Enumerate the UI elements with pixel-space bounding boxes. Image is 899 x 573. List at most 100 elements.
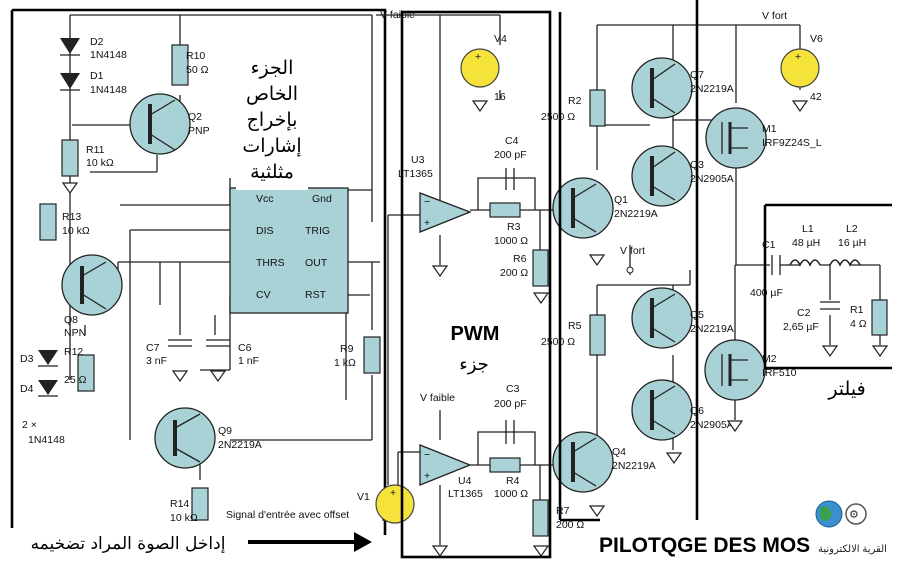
- svg-text:+: +: [475, 51, 481, 63]
- r7-value: 200 Ω: [556, 519, 584, 531]
- r11-name: R11: [86, 144, 105, 156]
- r9-value: 1 kΩ: [334, 357, 356, 369]
- pin-rst: RST: [305, 289, 327, 301]
- r4-name: R4: [506, 475, 520, 487]
- r14-value: 10 kΩ: [170, 512, 198, 524]
- opamp-u4: [419, 444, 472, 486]
- m1-value: IRF9Z24S_L: [762, 137, 822, 149]
- u3-part: LT1365: [398, 168, 433, 180]
- svg-text:−: −: [424, 196, 430, 208]
- v1-name: V1: [357, 491, 370, 503]
- svg-text:القرية الالكترونية: القرية الالكترونية: [818, 544, 887, 555]
- q9-name: Q9: [218, 425, 232, 437]
- v6-name: V6: [810, 33, 823, 45]
- c3-name: C3: [506, 383, 520, 395]
- transistor-q9: [154, 407, 216, 469]
- r6-value: 200 Ω: [500, 267, 528, 279]
- svg-text:+: +: [795, 51, 801, 63]
- d3-name: D3: [20, 353, 34, 365]
- svg-text:فيلتر: فيلتر: [827, 378, 865, 400]
- l1-value: 48 µH: [792, 237, 820, 249]
- site-logo: ⚙ القرية الالكترونية: [815, 500, 887, 555]
- q7-value: 2N2219A: [690, 83, 734, 95]
- pwm-section-border: [400, 10, 552, 559]
- l2-name: L2: [846, 223, 858, 235]
- r13-value: 10 kΩ: [62, 225, 90, 237]
- svg-text:مثلثية: مثلثية: [250, 161, 294, 183]
- m1-name: M1: [762, 123, 777, 135]
- gear-icon: ⚙: [849, 509, 859, 521]
- q4-name: Q4: [612, 446, 626, 458]
- c4-name: C4: [505, 135, 519, 147]
- triangle-section-annotation: الجزء الخاص بإخراج إشارات مثلثية: [236, 50, 308, 190]
- pin-gnd: Gnd: [312, 193, 332, 205]
- r2-name: R2: [568, 95, 582, 107]
- q6-value: 2N2905A: [690, 419, 734, 431]
- r12-value: 25 Ω: [64, 374, 87, 386]
- svg-text:جزء: جزء: [459, 354, 489, 375]
- r9-name: R9: [340, 343, 354, 355]
- r2-value: 2500 Ω: [541, 111, 575, 123]
- r5-name: R5: [568, 320, 582, 332]
- source-v4: [460, 48, 500, 88]
- d34-count: 2 ×: [22, 419, 37, 431]
- c2-name: C2: [797, 307, 811, 319]
- svg-text:الجزء: الجزء: [251, 57, 294, 79]
- q3-value: 2N2905A: [690, 173, 734, 185]
- c7-value: 3 nF: [146, 355, 167, 367]
- c6-value: 1 nF: [238, 355, 259, 367]
- triangle-section-border: [10, 8, 387, 535]
- transistor-q2: [129, 93, 191, 155]
- footer-title: PILOTQGE DES MOS: [599, 534, 810, 557]
- c1-value: 400 µF: [750, 287, 783, 299]
- r1-value: 4 Ω: [850, 318, 867, 330]
- d1-name: D1: [90, 70, 104, 82]
- c7-name: C7: [146, 342, 160, 354]
- pin-out: OUT: [305, 257, 328, 269]
- u4-name: U4: [458, 475, 472, 487]
- pin-trig: TRIG: [305, 225, 330, 237]
- source-v6: [780, 48, 820, 88]
- filter-section-border: [763, 203, 892, 370]
- mosfet-m2: [704, 339, 766, 401]
- pwm-annotation: PWM جزء: [440, 316, 510, 378]
- q2-name: Q2: [188, 111, 202, 123]
- c4-value: 200 pF: [494, 149, 527, 161]
- transistor-q1: [552, 177, 614, 239]
- svg-text:الخاص: الخاص: [246, 83, 298, 105]
- r1-name: R1: [850, 304, 864, 316]
- filter-annotation: فيلتر: [812, 372, 882, 402]
- m2-value: IRF510: [762, 367, 797, 379]
- r11-value: 10 kΩ: [86, 157, 114, 169]
- rail-v-fort: V fort: [762, 10, 787, 22]
- mosfet-m1: [705, 107, 767, 169]
- svg-text:+: +: [424, 217, 430, 229]
- q8-type: NPN: [64, 327, 86, 339]
- source-v1: [375, 484, 415, 524]
- r10-value: 50 Ω: [186, 64, 209, 76]
- svg-text:+: +: [424, 470, 430, 482]
- l1-name: L1: [802, 223, 814, 235]
- c6-name: C6: [238, 342, 252, 354]
- svg-text:−: −: [424, 449, 430, 461]
- r4-value: 1000 Ω: [494, 488, 528, 500]
- q1-name: Q1: [614, 194, 628, 206]
- filter-section: C1 400 µF L1 48 µH L2 16 µH C2 2,65 µF R…: [750, 223, 888, 357]
- rail-v-fort-middle: V fort: [620, 245, 645, 257]
- output-stage-border: [558, 0, 699, 522]
- v1-label: Signal d'entrée avec offset: [226, 509, 349, 521]
- svg-text:PWM: PWM: [451, 323, 500, 345]
- q9-value: 2N2219A: [218, 439, 262, 451]
- d1-value: 1N4148: [90, 84, 127, 96]
- pin-vcc: Vcc: [256, 193, 274, 205]
- svg-text:بإخراج: بإخراج: [247, 109, 298, 132]
- pin-cv: CV: [256, 289, 271, 301]
- v6-value: 42: [810, 91, 822, 103]
- d4-name: D4: [20, 383, 34, 395]
- r12-name: R12: [64, 346, 83, 358]
- d34-type: 1N4148: [28, 434, 65, 446]
- q5-value: 2N2219A: [690, 323, 734, 335]
- transistor-q6: [631, 379, 693, 441]
- r13-name: R13: [62, 211, 81, 223]
